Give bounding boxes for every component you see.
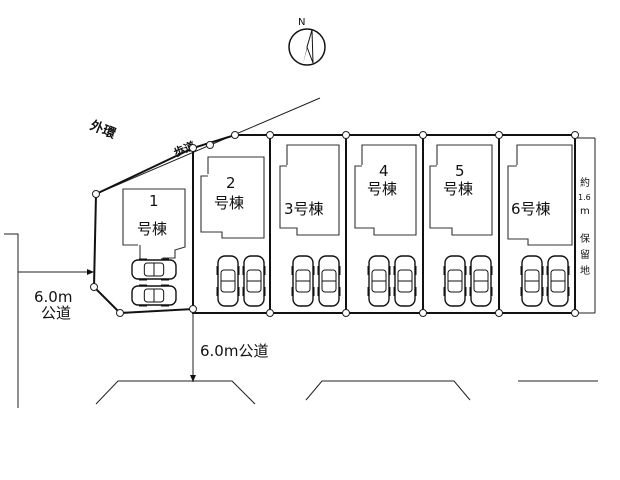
left-road-arrow-icon xyxy=(87,269,94,275)
north-label: N xyxy=(298,17,305,28)
bottom-road-label: 6.0m公道 xyxy=(200,342,268,360)
boundary-markers xyxy=(90,131,579,317)
car-lot-5-a xyxy=(443,255,467,307)
north-compass-icon: N xyxy=(288,17,326,66)
lot-5-label: 号棟 xyxy=(443,180,473,198)
reserve-text-4: 保 xyxy=(580,232,590,245)
lot-6-label: 6号棟 xyxy=(511,200,551,218)
lot-2-label: 号棟 xyxy=(214,194,244,212)
outer-ring-road-label: 外環 xyxy=(87,117,119,142)
car-lot-3-a xyxy=(291,255,315,307)
reserve-text-3: m xyxy=(580,206,590,217)
lot-4-label: 号棟 xyxy=(367,180,397,198)
car-lot-2-b xyxy=(242,255,266,307)
lot-1-label: 号棟 xyxy=(137,220,167,238)
far-curb-1 xyxy=(95,380,256,405)
bottom-road-arrow-icon xyxy=(190,375,196,382)
car-lot-1-b xyxy=(131,284,177,307)
house-2-outline xyxy=(200,156,265,239)
far-curb-2 xyxy=(305,380,471,401)
house-6-outline xyxy=(507,144,573,246)
car-lot-3-b xyxy=(317,255,341,307)
car-lot-6-a xyxy=(520,255,544,307)
car-lot-5-b xyxy=(469,255,493,307)
lot-5-number: 5 xyxy=(455,162,465,180)
reserve-strip xyxy=(575,137,596,314)
parking-spaces xyxy=(131,255,570,307)
reserve-text-2: 1.6 xyxy=(578,193,591,202)
site-boundary xyxy=(92,134,576,315)
car-lot-6-b xyxy=(546,255,570,307)
house-5-outline xyxy=(429,144,493,236)
car-lot-4-a xyxy=(367,255,391,307)
house-4-outline xyxy=(354,144,417,236)
lot-2-number: 2 xyxy=(226,174,236,192)
lot-3-label: 3号棟 xyxy=(284,200,324,218)
reserve-text-6: 地 xyxy=(580,264,590,277)
house-3-outline xyxy=(279,144,340,236)
car-lot-1-a xyxy=(131,258,177,281)
reserve-text-5: 留 xyxy=(580,248,590,261)
left-road-width-label: 6.0m xyxy=(34,288,72,306)
left-road-curb xyxy=(4,233,19,408)
car-lot-4-b xyxy=(393,255,417,307)
lot-4-number: 4 xyxy=(379,162,389,180)
lot-1-number: 1 xyxy=(149,192,159,210)
car-lot-2-a xyxy=(216,255,240,307)
reserve-text-1: 約 xyxy=(580,176,590,189)
left-road-name-label: 公道 xyxy=(41,304,71,322)
